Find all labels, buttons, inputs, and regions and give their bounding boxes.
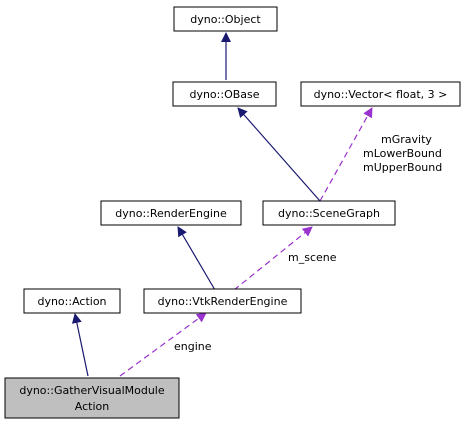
edge-vtk-to-gather <box>119 312 207 377</box>
edge-label-engine: engine <box>174 340 212 353</box>
node-obase[interactable]: dyno::OBase <box>172 81 277 107</box>
node-scene-graph[interactable]: dyno::SceneGraph <box>262 200 396 226</box>
node-gather-label-line2: Action <box>75 400 109 413</box>
node-scene-graph-label: dyno::SceneGraph <box>278 207 380 220</box>
node-action[interactable]: dyno::Action <box>23 288 121 314</box>
node-vtk-render-engine[interactable]: dyno::VtkRenderEngine <box>143 288 302 314</box>
edge-scenegraph-to-obase <box>237 107 321 202</box>
node-vtk-render-engine-label: dyno::VtkRenderEngine <box>158 295 288 308</box>
node-vector[interactable]: dyno::Vector< float, 3 > <box>300 81 461 107</box>
node-obase-label: dyno::OBase <box>189 88 259 101</box>
node-vector-label: dyno::Vector< float, 3 > <box>314 88 448 101</box>
edge-label-scene: m_scene <box>288 251 337 264</box>
edge-label-lower-bound: mLowerBound <box>363 147 442 160</box>
node-object[interactable]: dyno::Object <box>173 6 278 32</box>
edge-gather-to-action <box>71 313 89 377</box>
node-gather-visual-module-action[interactable]: dyno::GatherVisualModule Action <box>4 377 180 419</box>
node-render-engine[interactable]: dyno::RenderEngine <box>100 200 242 226</box>
node-object-label: dyno::Object <box>190 13 261 26</box>
edge-label-upper-bound: mUpperBound <box>363 161 442 174</box>
node-render-engine-label: dyno::RenderEngine <box>115 207 227 220</box>
edge-vector-to-scenegraph <box>319 107 373 202</box>
edge-scenegraph-to-vtk <box>233 226 313 291</box>
edge-label-gravity: mGravity <box>381 133 432 146</box>
edge-vtk-to-renderengine <box>177 226 216 291</box>
node-gather-label-line1: dyno::GatherVisualModule <box>19 384 165 397</box>
node-action-label: dyno::Action <box>37 295 106 308</box>
